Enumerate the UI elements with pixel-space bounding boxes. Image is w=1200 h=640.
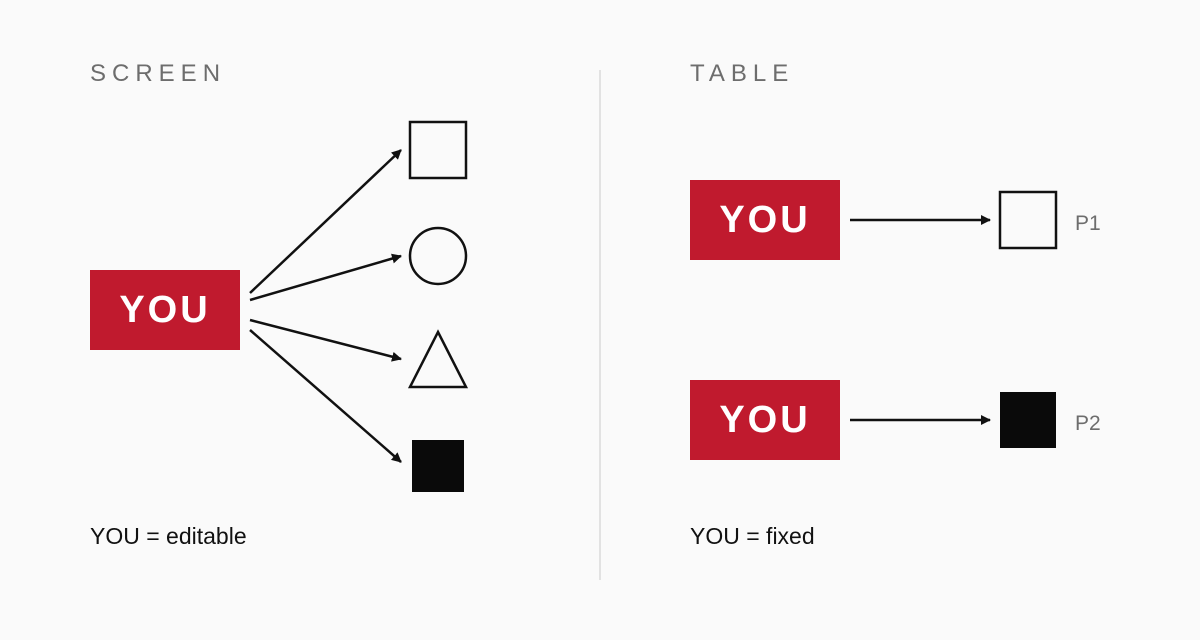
screen-arrow-triangle — [249, 318, 402, 362]
screen-title: SCREEN — [90, 60, 227, 87]
triangle-outline-icon — [407, 329, 469, 389]
square-outline-icon — [408, 120, 468, 180]
screen-you-box: YOU — [90, 270, 240, 350]
square-filled-icon — [412, 440, 464, 492]
circle-outline-icon — [408, 226, 468, 286]
table-you-box-1: YOU — [690, 180, 840, 260]
table-row-label-p2: P2 — [1075, 412, 1101, 435]
table-title: TABLE — [690, 60, 795, 87]
screen-arrow-circle — [249, 253, 402, 302]
table-caption: YOU = fixed — [690, 523, 815, 549]
screen-arrow-filled-square — [249, 329, 402, 463]
screen-arrow-square — [249, 149, 402, 294]
section-divider — [599, 70, 601, 580]
table-square-outline-icon — [998, 190, 1058, 250]
screen-caption: YOU = editable — [90, 523, 247, 549]
table-square-filled-icon — [1000, 392, 1056, 448]
table-you-box-2: YOU — [690, 380, 840, 460]
table-row-label-p1: P1 — [1075, 212, 1101, 235]
